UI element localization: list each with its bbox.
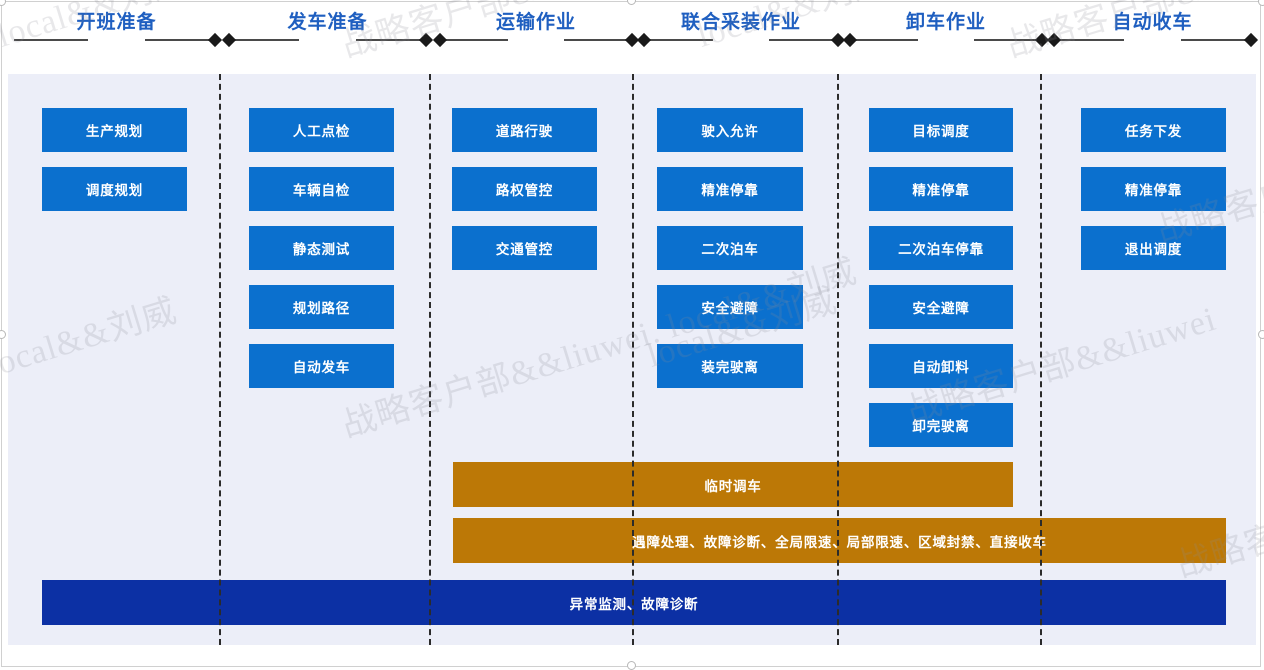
connector-line-left bbox=[640, 39, 713, 41]
task-box[interactable]: 路权管控 bbox=[452, 167, 597, 211]
selection-handle-top-right[interactable] bbox=[1258, 0, 1264, 6]
task-box[interactable]: 交通管控 bbox=[452, 226, 597, 270]
task-column-1: 人工点检 车辆自检 静态测试 规划路径 自动发车 bbox=[249, 108, 394, 403]
connector-line-left bbox=[436, 39, 508, 41]
phase-title: 卸车作业 bbox=[905, 12, 986, 33]
connector-diamond-left bbox=[221, 32, 237, 48]
selection-handle-middle-right[interactable] bbox=[1258, 330, 1264, 339]
selection-handle-top-center[interactable] bbox=[627, 0, 636, 5]
phase-header-5[interactable]: 自动收车 bbox=[1046, 0, 1259, 74]
phase-title: 发车准备 bbox=[287, 12, 368, 33]
task-box[interactable]: 二次泊车停靠 bbox=[869, 226, 1013, 270]
phase-connector bbox=[221, 32, 434, 48]
task-box[interactable]: 道路行驶 bbox=[452, 108, 597, 152]
connector-diamond-right bbox=[1243, 32, 1259, 48]
connector-line-right bbox=[145, 39, 219, 41]
connector-diamond-left bbox=[432, 32, 448, 48]
task-box[interactable]: 驶入允许 bbox=[657, 108, 803, 152]
connector-line-left bbox=[846, 39, 918, 41]
phase-connector bbox=[1046, 32, 1259, 48]
phase-header-0[interactable]: 开班准备 bbox=[14, 0, 223, 74]
connector-diamond-right bbox=[418, 32, 434, 48]
task-box[interactable]: 安全避障 bbox=[657, 285, 803, 329]
task-box[interactable]: 退出调度 bbox=[1081, 226, 1226, 270]
task-column-4: 目标调度 精准停靠 二次泊车停靠 安全避障 自动卸料 卸完驶离 bbox=[869, 108, 1013, 462]
selection-handle-bottom-center[interactable] bbox=[627, 661, 636, 670]
connector-line-right bbox=[974, 39, 1046, 41]
selection-handle-middle-left[interactable] bbox=[0, 330, 6, 339]
task-box[interactable]: 调度规划 bbox=[42, 167, 187, 211]
task-column-3: 驶入允许 精准停靠 二次泊车 安全避障 装完驶离 bbox=[657, 108, 803, 403]
task-column-0: 生产规划 调度规划 bbox=[42, 108, 187, 226]
phase-header-1[interactable]: 发车准备 bbox=[221, 0, 434, 74]
task-box[interactable]: 二次泊车 bbox=[657, 226, 803, 270]
phase-connector bbox=[842, 32, 1050, 48]
task-box[interactable]: 人工点检 bbox=[249, 108, 394, 152]
connector-diamond-left bbox=[842, 32, 858, 48]
connector-diamond-left bbox=[636, 32, 652, 48]
connector-diamond-right bbox=[207, 32, 223, 48]
task-box[interactable]: 规划路径 bbox=[249, 285, 394, 329]
connector-line-left bbox=[14, 39, 88, 41]
connector-diamond-left bbox=[1046, 32, 1062, 48]
phase-header-4[interactable]: 卸车作业 bbox=[842, 0, 1050, 74]
cross-bar-anomaly-monitoring[interactable]: 异常监测、故障诊断 bbox=[42, 580, 1226, 625]
connector-line-right bbox=[1181, 39, 1255, 41]
cross-bar-exception-handling[interactable]: 遇障处理、故障诊断、全局限速、局部限速、区域封禁、直接收车 bbox=[453, 518, 1226, 563]
task-box[interactable]: 安全避障 bbox=[869, 285, 1013, 329]
selection-handle-top-left[interactable] bbox=[0, 0, 6, 6]
phase-title: 联合采装作业 bbox=[680, 12, 801, 33]
column-separator-5 bbox=[1040, 74, 1042, 645]
task-box[interactable]: 生产规划 bbox=[42, 108, 187, 152]
task-column-5: 任务下发 精准停靠 退出调度 bbox=[1081, 108, 1226, 285]
task-box[interactable]: 精准停靠 bbox=[1081, 167, 1226, 211]
phase-header-row: 开班准备 发车准备 运输作业 bbox=[8, 0, 1259, 74]
phase-title: 自动收车 bbox=[1112, 12, 1193, 33]
task-box[interactable]: 卸完驶离 bbox=[869, 403, 1013, 447]
task-column-2: 道路行驶 路权管控 交通管控 bbox=[452, 108, 597, 285]
phase-connector bbox=[432, 32, 640, 48]
task-box[interactable]: 任务下发 bbox=[1081, 108, 1226, 152]
task-box[interactable]: 车辆自检 bbox=[249, 167, 394, 211]
connector-line-right bbox=[769, 39, 842, 41]
connector-line-left bbox=[1050, 39, 1124, 41]
phase-header-2[interactable]: 运输作业 bbox=[432, 0, 640, 74]
task-box[interactable]: 自动发车 bbox=[249, 344, 394, 388]
connector-line-right bbox=[356, 39, 430, 41]
connector-line-right bbox=[564, 39, 636, 41]
phase-connector bbox=[636, 32, 846, 48]
task-box[interactable]: 目标调度 bbox=[869, 108, 1013, 152]
connector-line-left bbox=[225, 39, 299, 41]
task-box[interactable]: 精准停靠 bbox=[869, 167, 1013, 211]
task-box[interactable]: 装完驶离 bbox=[657, 344, 803, 388]
task-box[interactable]: 静态测试 bbox=[249, 226, 394, 270]
column-separator-4 bbox=[837, 74, 839, 645]
phase-title: 运输作业 bbox=[495, 12, 576, 33]
column-separator-3 bbox=[632, 74, 634, 645]
cross-bar-temporary-dispatch[interactable]: 临时调车 bbox=[453, 462, 1013, 507]
task-box[interactable]: 精准停靠 bbox=[657, 167, 803, 211]
phase-title: 开班准备 bbox=[76, 12, 157, 33]
phase-connector bbox=[14, 32, 223, 48]
column-separator-2 bbox=[429, 74, 431, 645]
phase-header-3[interactable]: 联合采装作业 bbox=[636, 0, 846, 74]
task-box[interactable]: 自动卸料 bbox=[869, 344, 1013, 388]
column-separator-1 bbox=[219, 74, 221, 645]
